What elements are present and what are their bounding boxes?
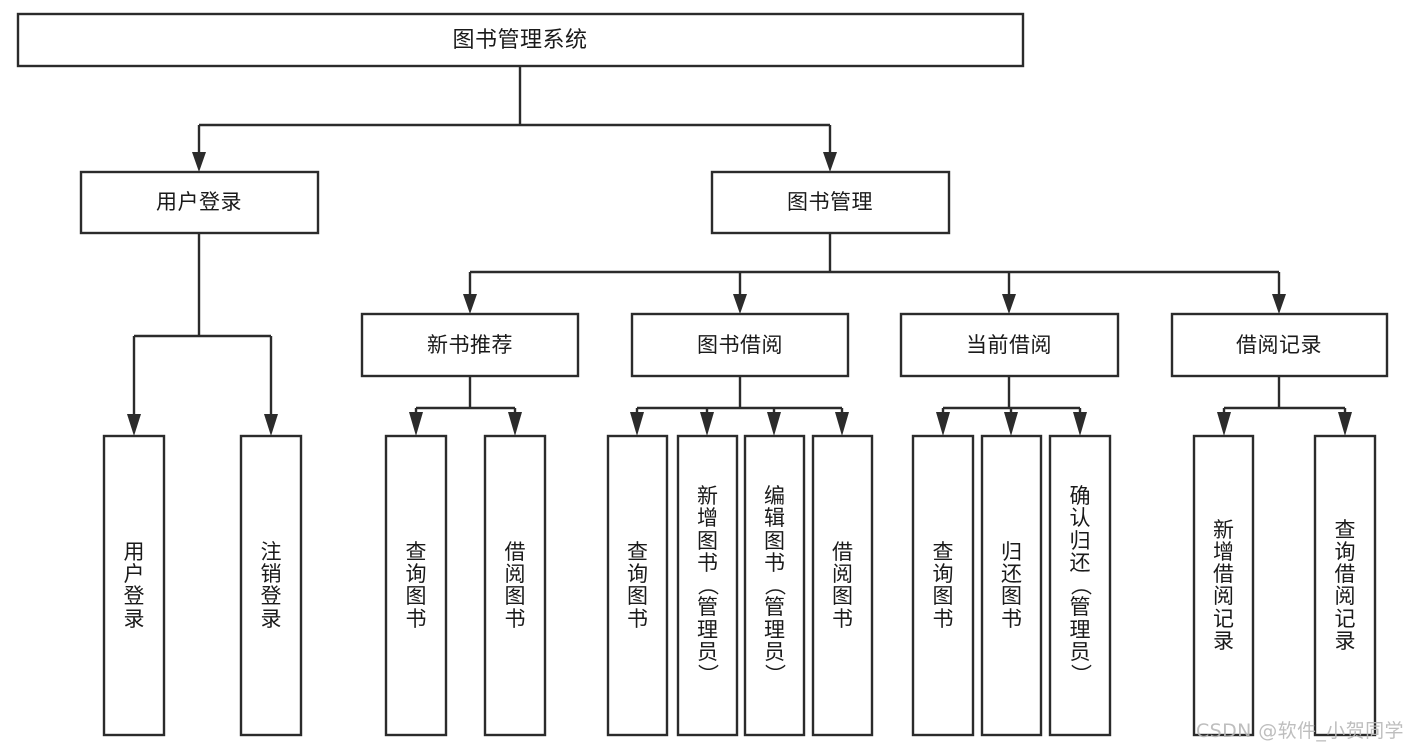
leaf-box[interactable]	[1048, 434, 1112, 737]
arrowhead-leaf-user-login	[127, 414, 141, 436]
node-box-current-borrow[interactable]	[899, 312, 1120, 378]
node-box-book-manage[interactable]	[710, 170, 951, 235]
arrowhead-bb-leaf3	[767, 412, 781, 436]
leaf-box[interactable]	[911, 434, 975, 737]
leaf-box[interactable]	[384, 434, 448, 737]
arrowhead-book-manage	[823, 152, 837, 172]
connector-group-book-manage	[463, 233, 1286, 314]
arrowhead-nbr-leaf1	[409, 412, 423, 436]
connector-group-new-book-rec	[409, 376, 522, 436]
node-label-user-login: 用户登录	[156, 190, 242, 214]
leaf-box[interactable]	[676, 434, 739, 737]
connector-group-current-borrow	[936, 376, 1087, 436]
arrowhead-book-borrow	[733, 294, 747, 314]
arrowhead-br-leaf2	[1338, 412, 1352, 436]
arrowhead-leaf-logout	[264, 414, 278, 436]
leaf-box[interactable]	[1192, 434, 1255, 737]
leaf-box-group	[102, 434, 1377, 737]
connector-group-borrow-record	[1217, 376, 1352, 436]
node-label-book-manage: 图书管理	[787, 190, 873, 214]
node-label-borrow-record: 借阅记录	[1236, 333, 1322, 357]
leaf-box[interactable]	[102, 434, 166, 737]
leaf-box[interactable]	[483, 434, 547, 737]
leaf-box[interactable]	[1313, 434, 1377, 737]
arrowhead-br-leaf1	[1217, 412, 1231, 436]
leaf-box[interactable]	[743, 434, 806, 737]
arrowhead-current-borrow	[1002, 294, 1016, 314]
arrowhead-borrow-record	[1272, 294, 1286, 314]
arrowhead-cb-leaf1	[936, 412, 950, 436]
node-label-new-book-rec: 新书推荐	[427, 333, 513, 357]
arrowhead-bb-leaf2	[700, 412, 714, 436]
arrowhead-nbr-leaf2	[508, 412, 522, 436]
arrowhead-bb-leaf4	[835, 412, 849, 436]
node-box-borrow-record[interactable]	[1170, 312, 1389, 378]
arrowhead-cb-leaf2	[1004, 412, 1018, 436]
node-label-current-borrow: 当前借阅	[966, 333, 1052, 357]
node-box-new-book-rec[interactable]	[360, 312, 580, 378]
leaf-box[interactable]	[811, 434, 874, 737]
leaf-box[interactable]	[606, 434, 669, 737]
node-label-root: 图书管理系统	[452, 28, 587, 53]
leaf-box[interactable]	[980, 434, 1043, 737]
arrowhead-cb-leaf3	[1073, 412, 1087, 436]
connector-group-user-login	[127, 233, 278, 436]
node-box-root[interactable]	[16, 12, 1025, 68]
connector-group-book-borrow	[630, 376, 849, 436]
connector-group-root	[192, 66, 837, 172]
csdn-watermark: CSDN @软件_小贺同学	[1196, 720, 1404, 742]
node-box-book-borrow[interactable]	[630, 312, 850, 378]
leaf-box[interactable]	[239, 434, 303, 737]
node-box-user-login[interactable]	[79, 170, 320, 235]
arrowhead-new-book-rec	[463, 294, 477, 314]
arrowhead-bb-leaf1	[630, 412, 644, 436]
node-label-book-borrow: 图书借阅	[697, 333, 783, 357]
arrowhead-user-login	[192, 152, 206, 172]
